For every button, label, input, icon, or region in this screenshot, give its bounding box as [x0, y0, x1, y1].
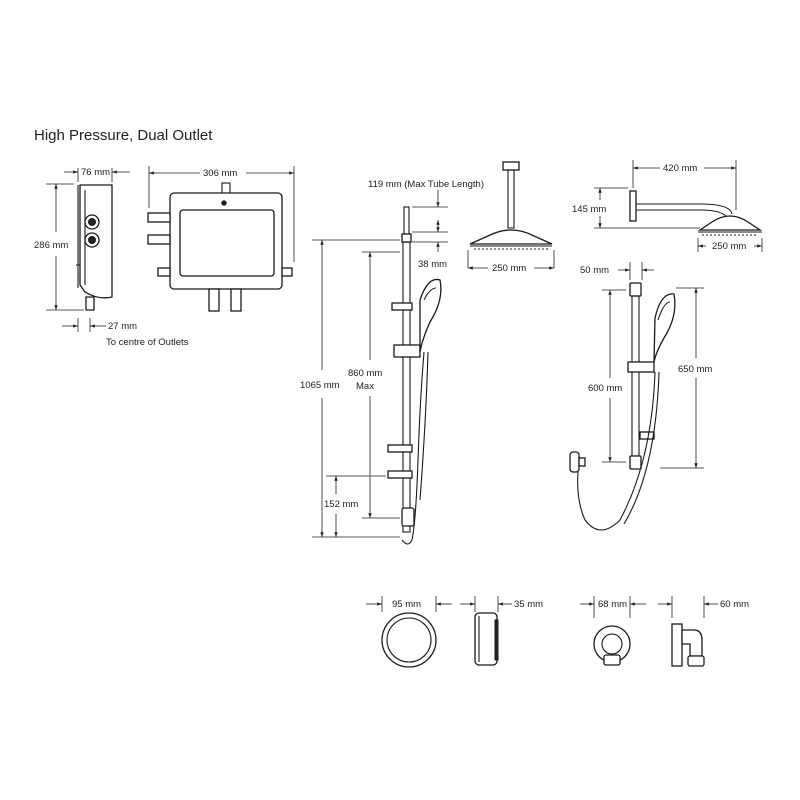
- dim-rail-total: 1065 mm: [300, 380, 340, 391]
- dim-arm-drop: 145 mm: [572, 204, 606, 215]
- remote-control: [381, 612, 499, 668]
- dim-tube-min: 38 mm: [418, 259, 447, 270]
- dim-rail-max-2: Max: [356, 381, 374, 392]
- dim-valve-height: 286 mm: [34, 240, 68, 251]
- valve-front-view: [147, 182, 293, 312]
- valve-side-view: [76, 184, 113, 311]
- dim-outlet-offset: 27 mm: [108, 321, 137, 332]
- small-rail-dimensions: 50 mm 600 mm 650 mm: [580, 262, 712, 469]
- ceiling-head-dimensions: 250 mm: [467, 250, 555, 274]
- wall-arm-shower-head: [629, 190, 763, 236]
- dim-wall-head-dia: 250 mm: [712, 241, 746, 252]
- dim-small-rail-length: 600 mm: [588, 383, 622, 394]
- riser-rail-dimensions: 119 mm (Max Tube Length) 38 mm 1065 mm 8…: [300, 179, 484, 538]
- valve-front-dimensions: 306 mm: [148, 166, 295, 262]
- dim-rail-bottom: 152 mm: [324, 499, 358, 510]
- page-title: High Pressure, Dual Outlet: [34, 127, 213, 144]
- dim-ceiling-head-dia: 250 mm: [492, 263, 526, 274]
- dim-remote-dia: 95 mm: [392, 599, 421, 610]
- wall-arm-dimensions: 420 mm 145 mm 250 mm: [572, 160, 763, 252]
- valve-side-dimensions: 76 mm 286 mm 27 mm To centre of Outlets: [34, 167, 189, 348]
- dim-max-tube-length: 119 mm (Max Tube Length): [368, 179, 484, 190]
- dim-outlet-offset-note: To centre of Outlets: [106, 337, 189, 348]
- dim-remote-depth: 35 mm: [514, 599, 543, 610]
- dim-small-rail-width: 50 mm: [580, 265, 609, 276]
- dim-small-rail-total: 650 mm: [678, 364, 712, 375]
- riser-rail-kit: [387, 206, 442, 545]
- dim-elbow-dia: 68 mm: [598, 599, 627, 610]
- dim-valve-width: 306 mm: [203, 168, 237, 179]
- ceiling-shower-head: [469, 161, 553, 250]
- dim-valve-depth: 76 mm: [81, 167, 110, 178]
- dim-arm-length: 420 mm: [663, 163, 697, 174]
- dim-rail-max-1: 860 mm: [348, 368, 382, 379]
- wall-outlet-elbow: [593, 623, 705, 667]
- elbow-dimensions: 68 mm 60 mm: [580, 596, 749, 618]
- dim-elbow-depth: 60 mm: [720, 599, 749, 610]
- remote-dimensions: 95 mm 35 mm: [366, 596, 543, 612]
- small-rail-kit: [569, 282, 676, 531]
